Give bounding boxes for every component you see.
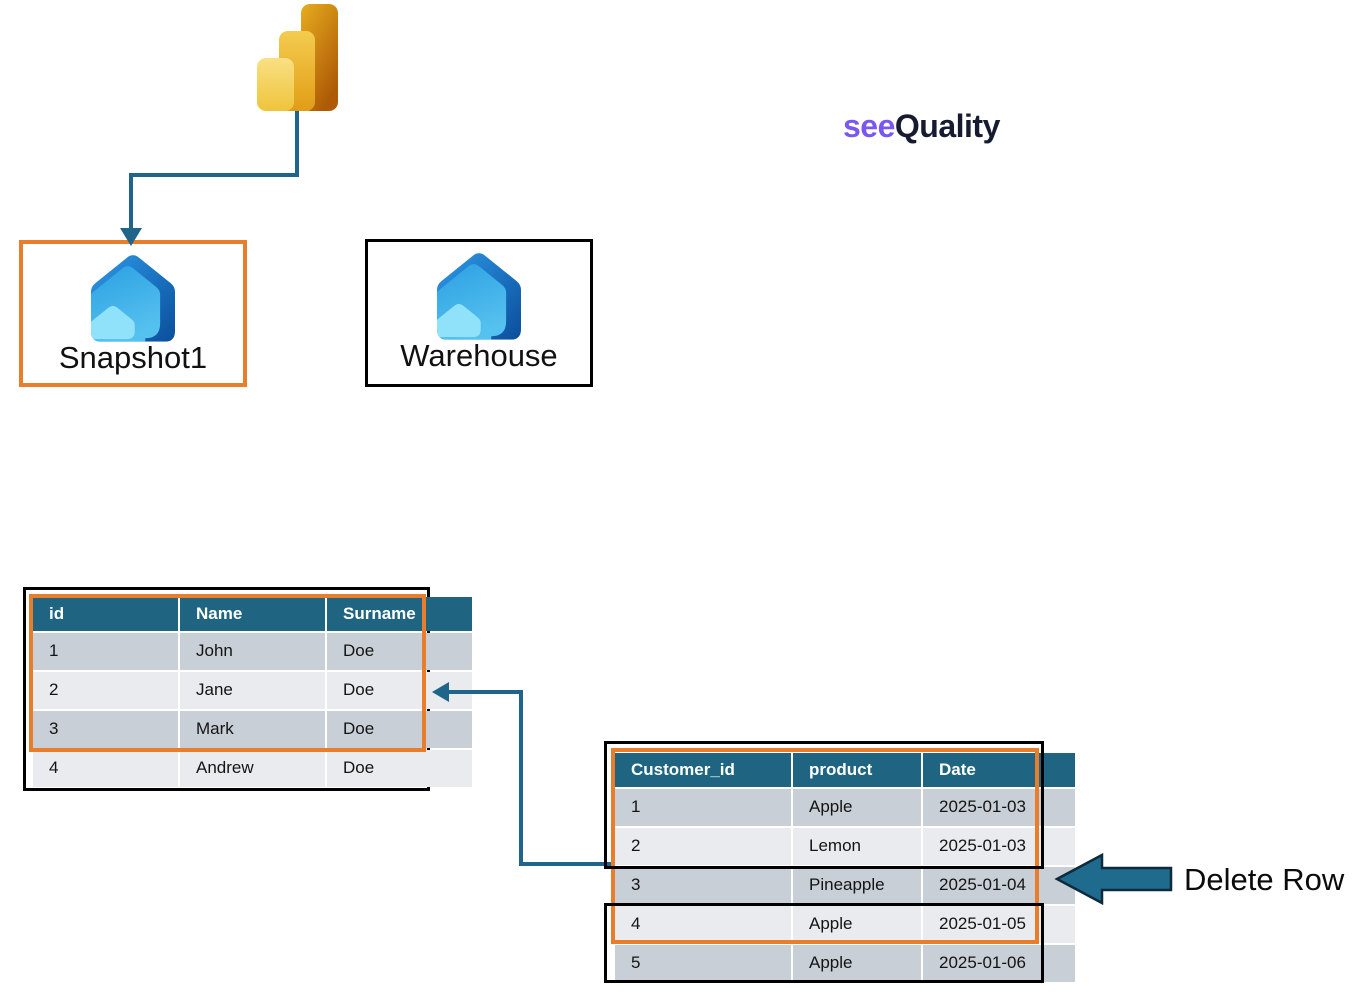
column-header: id [33, 597, 178, 631]
power-bi-bars-icon [257, 4, 338, 111]
table-cell: 2025-01-05 [923, 906, 1075, 943]
node-snapshot1: Snapshot1 [19, 240, 247, 387]
seequality-logo: seeQuality [843, 108, 1000, 145]
brand-see: see [843, 108, 895, 144]
table-cell: 1 [33, 633, 178, 670]
pbi-bar-short [257, 58, 294, 111]
node-label: Warehouse [400, 338, 558, 373]
table-cell: Doe [327, 633, 472, 670]
table-cell: Apple [793, 789, 921, 826]
table-cell: 1 [615, 789, 791, 826]
column-header: Customer_id [615, 753, 791, 787]
table-cell: Apple [793, 945, 921, 982]
table-cell: 3 [615, 867, 791, 904]
node-warehouse: Warehouse [365, 239, 593, 387]
table-cell: Andrew [180, 750, 325, 787]
table-cell: Doe [327, 750, 472, 787]
block-arrow-left-icon [1054, 852, 1173, 906]
table-cell: Doe [327, 711, 472, 748]
people-table-highlight-frame [29, 594, 426, 752]
fabric-house-icon [437, 253, 521, 340]
table-cell: 2 [615, 828, 791, 865]
orders-table-black-frame-bottom [604, 903, 1044, 983]
orders-table-highlight-frame [611, 748, 1039, 944]
column-header: Name [180, 597, 325, 631]
table-cell: Apple [793, 906, 921, 943]
table-cell: 2 [33, 672, 178, 709]
table-cell: 4 [33, 750, 178, 787]
orders-table-black-frame-top [604, 741, 1044, 869]
column-header: Surname [327, 597, 472, 631]
table-cell: Lemon [793, 828, 921, 865]
fabric-house-icon [91, 255, 175, 342]
delete-row-label: Delete Row [1184, 862, 1345, 897]
table-cell: 2025-01-06 [923, 945, 1075, 982]
table-cell: 4 [615, 906, 791, 943]
table-cell: 2025-01-04 [923, 867, 1075, 904]
table-cell: John [180, 633, 325, 670]
table-cell: 2025-01-03 [923, 789, 1075, 826]
column-header: Date [923, 753, 1075, 787]
elbow-arrow-icon [129, 111, 299, 230]
table-cell: Pineapple [793, 867, 921, 904]
table-cell: 2025-01-03 [923, 828, 1075, 865]
brand-quality: Quality [894, 108, 1000, 144]
table-cell: 3 [33, 711, 178, 748]
table-cell: Jane [180, 672, 325, 709]
table-cell: 5 [615, 945, 791, 982]
table-cell: Mark [180, 711, 325, 748]
column-header: product [793, 753, 921, 787]
node-label: Snapshot1 [58, 340, 208, 375]
